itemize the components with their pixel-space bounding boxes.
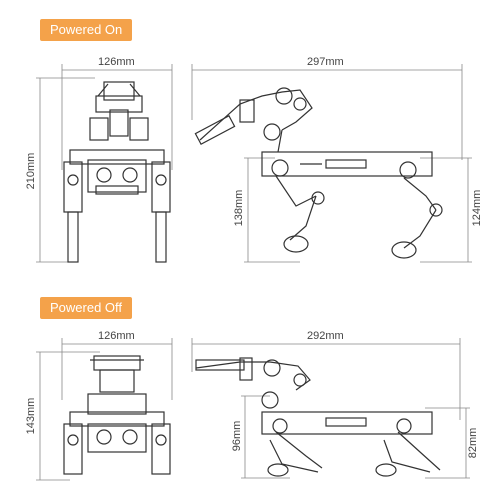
on-front-height-label: 210mm	[25, 152, 37, 190]
on-side-length-label: 297mm	[307, 56, 344, 68]
off-side-length-label: 292mm	[307, 330, 344, 342]
off-front-width-label: 126mm	[98, 330, 135, 342]
off-side-rear-height-label: 82mm	[467, 427, 479, 459]
robot-front-powered-off	[63, 355, 171, 475]
robot-front-powered-on	[63, 81, 171, 263]
robot-side-powered-on	[194, 87, 443, 259]
on-front-width-label: 126mm	[98, 56, 135, 68]
powered-off-badge: Powered Off	[40, 297, 133, 319]
on-side-body-height-label: 138mm	[233, 189, 245, 227]
off-side-body-height-label: 96mm	[231, 420, 243, 452]
off-front-height-label: 143mm	[25, 397, 37, 435]
robot-side-powered-off	[195, 357, 441, 477]
dimension-lines	[36, 64, 472, 481]
on-side-rear-height-label: 124mm	[471, 189, 483, 227]
powered-on-badge: Powered On	[40, 19, 133, 41]
